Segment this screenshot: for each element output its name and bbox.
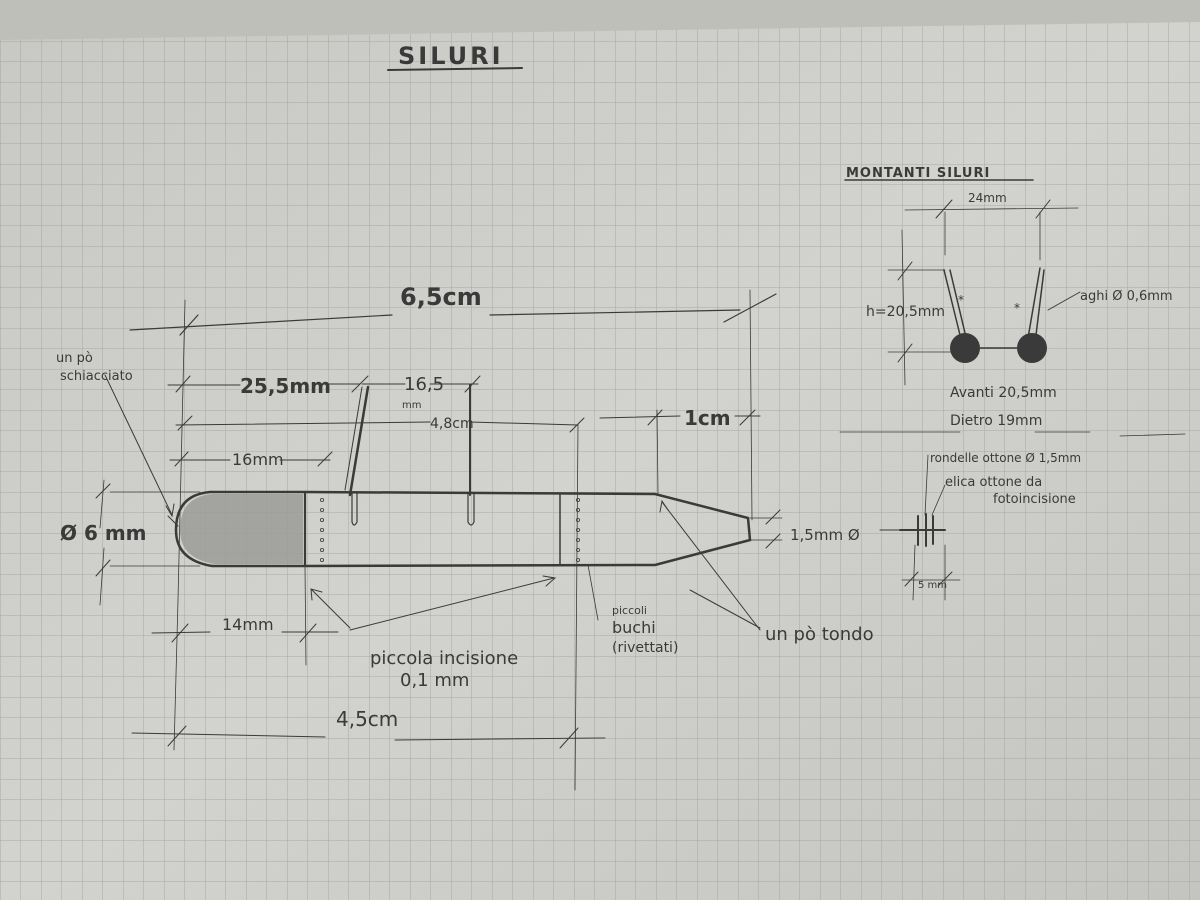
propeller-line1: elica ottone da [945, 475, 1042, 490]
nose-note-line2: schiacciato [60, 369, 133, 384]
rivet-holes-front [319, 497, 324, 563]
propeller-length-label: 5 mm [918, 580, 947, 591]
fin-spacing-unit: mm [402, 400, 421, 411]
mount-disk-front [950, 333, 980, 363]
propeller-line2: fotoincisione [993, 492, 1076, 507]
rivet-holes-rear [576, 497, 581, 563]
length-to-fin-label: 25,5mm [240, 374, 331, 398]
holes-line3: (rivettati) [612, 640, 678, 656]
mount-disk-rear [1017, 333, 1047, 363]
fin-spacing-label: 16,5 [404, 374, 444, 395]
mounts-height-label: h=20,5mm [866, 304, 945, 320]
mounts-title: MONTANTI SILURI [846, 166, 990, 181]
nose-shading [180, 494, 303, 564]
rounded-note-label: un pò tondo [765, 624, 874, 645]
page-title: SILURI [398, 42, 504, 70]
cutout-length-label: 4,8cm [430, 416, 474, 432]
incision-line1: piccola incisione [370, 648, 518, 669]
mount-marks-2: * [1014, 301, 1020, 315]
mount-marks: * [958, 293, 964, 307]
lower-total-label: 4,5cm [336, 707, 398, 731]
mounts-spacing-label: 24mm [968, 191, 1007, 205]
nose-note-line1: un pò [56, 351, 93, 366]
diameter-label: Ø 6 mm [60, 521, 147, 545]
holes-line1: piccoli [612, 604, 647, 617]
lower-nose-label: 14mm [222, 615, 274, 634]
tail-diameter-label: 1,5mm Ø [790, 526, 860, 544]
drawing-lines [95, 67, 1186, 791]
tail-cone-label: 1cm [684, 406, 731, 430]
mounts-front-label: Avanti 20,5mm [950, 385, 1057, 401]
mounts-needles-label: aghi Ø 0,6mm [1080, 289, 1173, 304]
washers-label: rondelle ottone Ø 1,5mm [930, 451, 1081, 465]
nose-section-label: 16mm [232, 450, 284, 469]
holes-line2: buchi [612, 618, 656, 637]
overall-length-label: 6,5cm [400, 283, 482, 311]
mounts-rear-label: Dietro 19mm [950, 413, 1042, 429]
incision-line2: 0,1 mm [400, 670, 469, 691]
